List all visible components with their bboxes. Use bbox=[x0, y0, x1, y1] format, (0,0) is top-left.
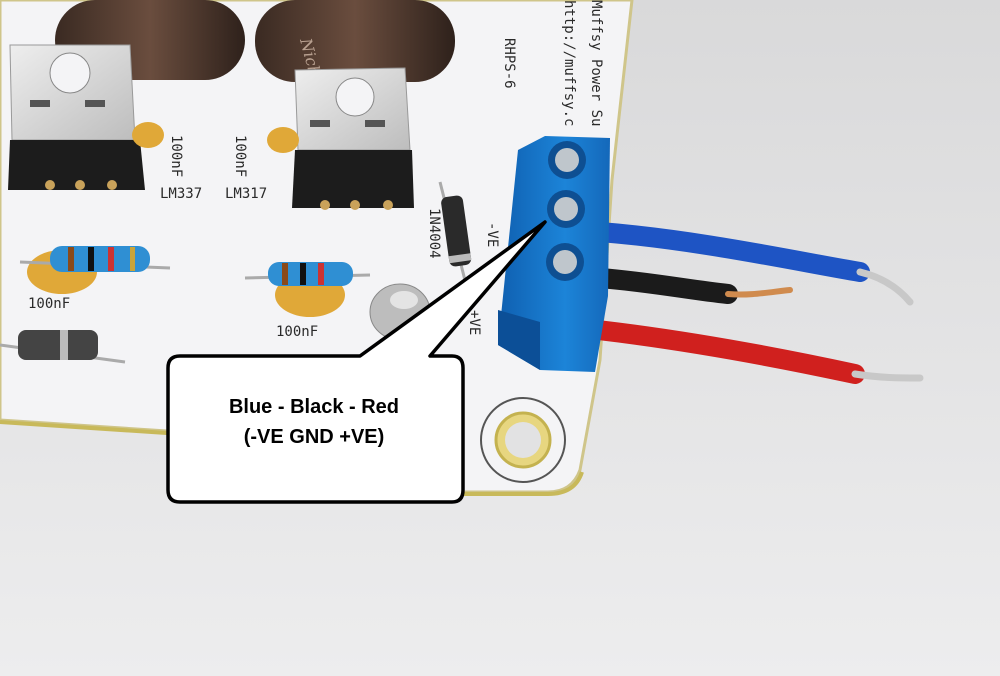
label-cap-d: 100nF bbox=[232, 135, 248, 177]
diode bbox=[0, 181, 472, 364]
label-lm317: LM317 bbox=[225, 186, 267, 202]
board-url: http://muffsy.c bbox=[561, 0, 577, 126]
callout-text: Blue - Black - Red (-VE GND +VE) bbox=[168, 392, 460, 452]
callout-line-1: Blue - Black - Red bbox=[228, 396, 400, 418]
wires bbox=[588, 222, 924, 384]
resistor bbox=[19, 246, 371, 286]
label-neg-ve: -VE bbox=[484, 222, 500, 247]
label-diode: 1N4004 bbox=[426, 208, 442, 259]
label-cap-b: 100nF bbox=[276, 324, 318, 340]
label-lm337: LM337 bbox=[160, 186, 202, 202]
mounting-hole bbox=[480, 397, 566, 483]
silkscreen-labels: LM337 LM317 100nF 100nF 100nF 100nF 1N40… bbox=[28, 0, 604, 340]
label-cap-c: 100nF bbox=[168, 135, 184, 177]
callout-line-2: (-VE GND +VE) bbox=[243, 426, 385, 448]
label-pos-ve: +VE bbox=[466, 310, 482, 335]
board-model: RHPS-6 bbox=[501, 38, 517, 89]
terminal-block bbox=[498, 136, 610, 372]
callout-bubble bbox=[166, 220, 547, 504]
lm337-regulator bbox=[8, 44, 145, 190]
label-cap-a: 100nF bbox=[28, 296, 70, 312]
board-title: Muffsy Power Su bbox=[588, 0, 604, 126]
lm317-regulator bbox=[292, 67, 414, 210]
